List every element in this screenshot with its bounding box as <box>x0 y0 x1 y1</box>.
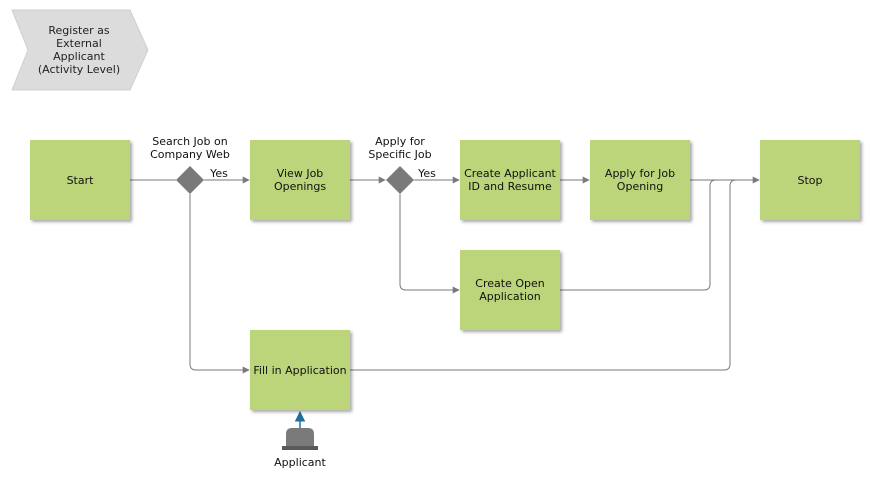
activity-apply-for-job[interactable]: Apply for Job Opening <box>590 140 690 220</box>
gateway-search-label: Search Job on Company Web <box>150 135 230 161</box>
activity-fill-in-application[interactable]: Fill in Application <box>250 330 350 410</box>
edge-fill-to-merge <box>350 179 737 371</box>
gateway-apply-specific[interactable] <box>386 166 414 194</box>
activity-stop[interactable]: Stop <box>760 140 860 220</box>
process-title: Register as External Applicant (Activity… <box>37 24 121 76</box>
title-shape <box>11 9 149 91</box>
gateway-search[interactable] <box>176 166 204 194</box>
activity-create-applicant-id[interactable]: Create Applicant ID and Resume <box>460 140 560 220</box>
actor-label: Applicant <box>274 456 326 469</box>
edge-open-app-to-merge <box>560 179 717 291</box>
activity-view-job-openings[interactable]: View Job Openings <box>250 140 350 220</box>
edge-gateway-to-open-app <box>399 194 460 294</box>
applicant-icon[interactable] <box>286 428 314 446</box>
activity-create-open-application[interactable]: Create Open Application <box>460 250 560 330</box>
applicant-icon-base <box>282 446 318 450</box>
activity-start[interactable]: Start <box>30 140 130 220</box>
edge-search-to-fill <box>189 194 250 374</box>
gateway-apply-specific-label: Apply for Specific Job <box>368 135 432 161</box>
edge-label-yes-1: Yes <box>210 167 228 180</box>
edge-label-yes-2: Yes <box>418 167 436 180</box>
